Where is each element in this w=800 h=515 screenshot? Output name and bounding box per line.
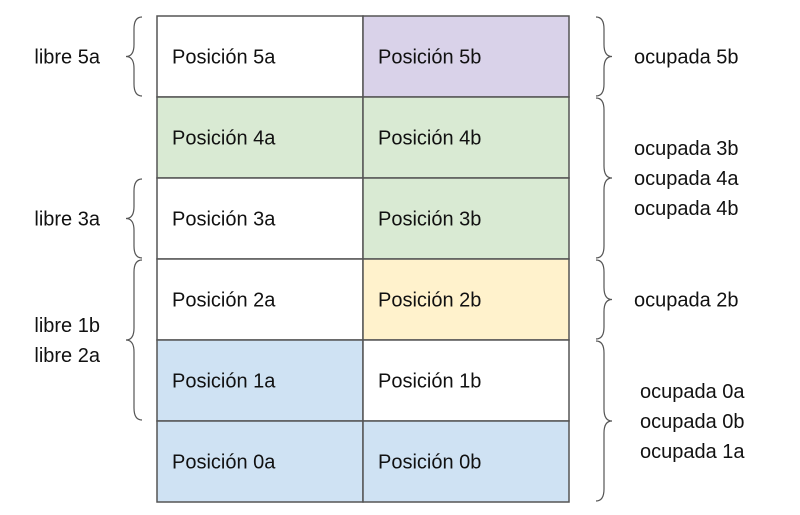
occupied-groups: ocupada 5b ocupada 3b ocupada 4a ocupada 4b… <box>595 16 745 502</box>
cell-label: Posición 2a <box>172 290 276 312</box>
group-label: ocupada 2b <box>634 290 739 312</box>
cell-label: Posición 0b <box>378 452 481 474</box>
curly-brace <box>595 97 613 259</box>
cell-label: Posición 2b <box>378 290 481 312</box>
cell-posición-1b: Posición 1b <box>362 339 570 422</box>
group-label: ocupada 1a <box>640 441 745 463</box>
cell-background <box>362 177 570 260</box>
curly-brace <box>595 259 613 340</box>
group-label: ocupada 4a <box>634 168 739 190</box>
position-grid: Posición 5a Posición 5b Posición 4a Posició… <box>156 15 570 503</box>
group-label: libre 5a <box>34 47 100 69</box>
occupied-group: ocupada 2b <box>595 259 739 340</box>
curly-brace <box>125 16 143 97</box>
cell-background <box>156 177 364 260</box>
group-label: libre 2a <box>34 345 100 367</box>
cell-posición-3a: Posición 3a <box>156 177 364 260</box>
cell-posición-0a: Posición 0a <box>156 420 364 503</box>
cell-posición-3b: Posición 3b <box>362 177 570 260</box>
cell-background <box>362 339 570 422</box>
cell-label: Posición 1b <box>378 371 481 393</box>
cell-background <box>362 96 570 179</box>
group-label: ocupada 5b <box>634 47 739 69</box>
group-label: ocupada 4b <box>634 198 739 220</box>
cell-posición-5b: Posición 5b <box>362 15 570 98</box>
cell-label: Posición 5b <box>378 47 481 69</box>
cell-label: Posición 5a <box>172 47 276 69</box>
cell-posición-0b: Posición 0b <box>362 420 570 503</box>
cell-posición-2b: Posición 2b <box>362 258 570 341</box>
free-group: libre 5a <box>34 16 143 97</box>
curly-brace <box>595 16 613 97</box>
cell-posición-1a: Posición 1a <box>156 339 364 422</box>
curly-brace <box>125 178 143 259</box>
curly-brace <box>125 259 143 421</box>
occupied-group: ocupada 0a ocupada 0b ocupada 1a <box>595 340 745 502</box>
occupied-group: ocupada 5b <box>595 16 739 97</box>
group-label: ocupada 0b <box>640 411 745 433</box>
cell-posición-4b: Posición 4b <box>362 96 570 179</box>
cell-label: Posición 0a <box>172 452 276 474</box>
cell-background <box>156 15 364 98</box>
free-group: libre 3a <box>34 178 143 259</box>
cell-posición-5a: Posición 5a <box>156 15 364 98</box>
free-group: libre 1b libre 2a <box>34 259 143 421</box>
group-label: libre 3a <box>34 209 100 231</box>
group-label: libre 1b <box>34 315 100 337</box>
cell-posición-2a: Posición 2a <box>156 258 364 341</box>
cell-label: Posición 4b <box>378 128 481 150</box>
group-label: ocupada 0a <box>640 381 745 403</box>
occupied-group: ocupada 3b ocupada 4a ocupada 4b <box>595 97 739 259</box>
group-label: ocupada 3b <box>634 138 739 160</box>
cell-label: Posición 1a <box>172 371 276 393</box>
cell-background <box>362 420 570 503</box>
curly-brace <box>595 340 613 502</box>
cell-label: Posición 4a <box>172 128 276 150</box>
free-groups: libre 5a libre 3a libre 1b libre 2a <box>34 16 143 421</box>
cell-label: Posición 3a <box>172 209 276 231</box>
cell-label: Posición 3b <box>378 209 481 231</box>
cell-posición-4a: Posición 4a <box>156 96 364 179</box>
cell-background <box>156 96 364 179</box>
cell-background <box>362 258 570 341</box>
cell-background <box>362 15 570 98</box>
